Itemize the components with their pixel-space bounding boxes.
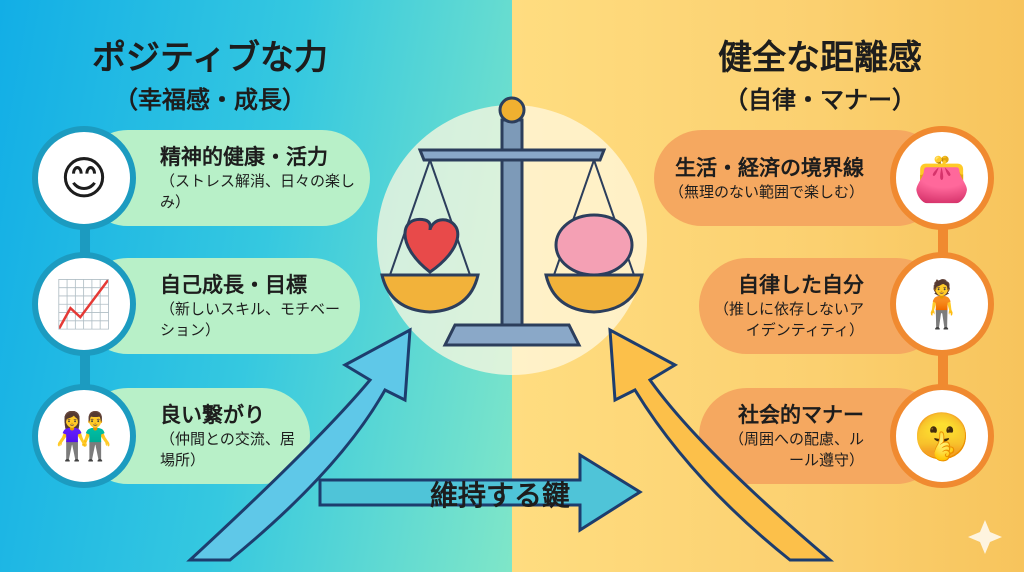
brain-icon [554,213,634,277]
sparkle-icon [968,520,1002,554]
item-desc: （推しに依存しないアイデンティティ） [713,300,864,339]
right-title: 健全な距離感 [718,38,922,78]
key-arrow [318,452,643,533]
left-up-arrow [186,327,412,562]
item-heading: 自己成長・目標 [160,273,307,297]
confident-person-icon: 🧍 [890,252,994,356]
sun-smile-icon: 😊 [32,126,136,230]
item-heading: 自律した自分 [738,273,864,297]
key-label: 維持する鍵 [429,479,570,512]
scale-icon [380,96,644,347]
heart-icon [403,217,460,274]
wallet-clock-icon: 👛 [890,126,994,230]
item-desc: （ストレス解消、日々の楽しみ） [160,172,356,211]
item-heading: 社会的マナー [738,403,864,427]
item-desc: （新しいスキル、モチベーション） [160,300,341,339]
left-title: ポジティブな力 [92,38,328,78]
right-up-arrow [608,327,835,562]
item-desc: （仲間との交流、居場所） [160,430,295,469]
item-heading: 生活・経済の境界線 [675,155,864,180]
item-desc: （周囲への配慮、ルール遵守） [728,430,864,469]
item-heading: 良い繋がり [160,403,265,427]
right-subtitle: （自律・マナー） [724,86,916,114]
growth-trophy-icon: 📈 [32,252,136,356]
item-heading: 精神的健康・活力 [160,145,328,169]
left-item-mental-health: 精神的健康・活力 （ストレス解消、日々の楽しみ） [80,130,370,226]
left-subtitle: （幸福感・成長） [114,86,306,114]
friends-icon: 👫 [32,384,136,488]
item-desc: （無理のない範囲で楽しむ） [668,182,864,201]
shush-person-icon: 🤫 [890,384,994,488]
